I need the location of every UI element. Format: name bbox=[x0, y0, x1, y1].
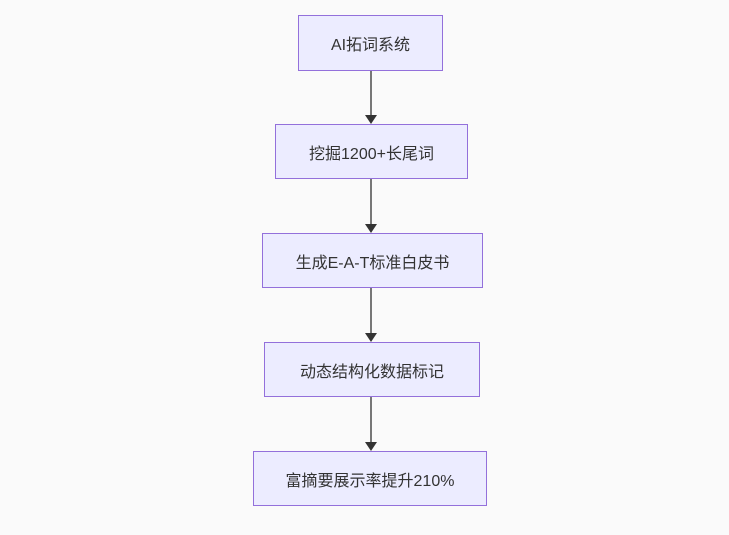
connector-line bbox=[369, 397, 372, 444]
flow-node-label: AI拓词系统 bbox=[330, 37, 411, 54]
flow-connector-2-3 bbox=[364, 179, 377, 233]
flow-node-structured-data-markup: 动态结构化数据标记 bbox=[264, 342, 480, 397]
flow-connector-3-4 bbox=[364, 288, 377, 342]
flow-node-label: 生成E-A-T标准白皮书 bbox=[295, 254, 450, 272]
arrowhead-down-icon bbox=[364, 442, 377, 451]
connector-line bbox=[369, 71, 372, 117]
flow-node-ai-word-system: AI拓词系统 bbox=[298, 15, 443, 71]
flow-node-rich-snippet-result: 富摘要展示率提升210% bbox=[253, 451, 487, 506]
flow-node-longtail-mining: 挖掘1200+长尾词 bbox=[275, 124, 468, 179]
arrowhead-down-icon bbox=[364, 224, 377, 233]
connector-line bbox=[369, 288, 372, 335]
connector-line bbox=[369, 179, 372, 226]
arrowhead-down-icon bbox=[364, 115, 377, 124]
flow-node-label: 挖掘1200+长尾词 bbox=[309, 145, 434, 163]
arrowhead-down-icon bbox=[364, 333, 377, 342]
flow-node-label: 富摘要展示率提升210% bbox=[285, 472, 455, 490]
flow-connector-4-5 bbox=[364, 397, 377, 451]
flow-node-label: 动态结构化数据标记 bbox=[299, 363, 444, 381]
flow-connector-1-2 bbox=[364, 71, 377, 124]
flow-node-eat-whitepaper: 生成E-A-T标准白皮书 bbox=[262, 233, 483, 288]
